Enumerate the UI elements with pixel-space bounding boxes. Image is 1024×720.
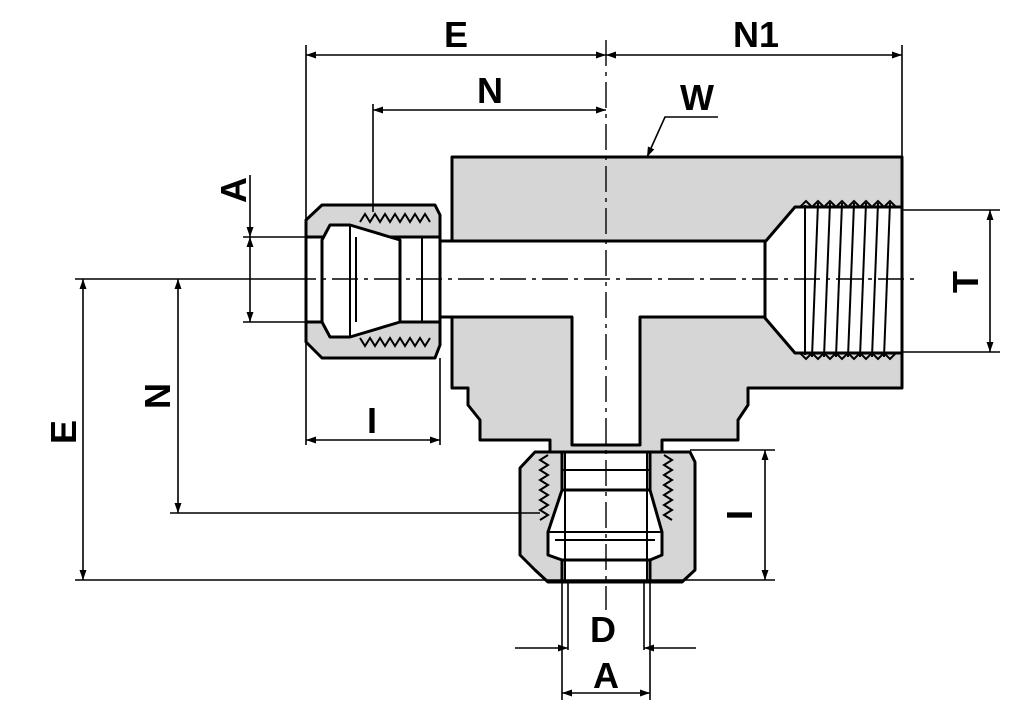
label-a-bottom: A: [593, 655, 619, 696]
label-w: W: [680, 77, 714, 118]
label-d-bottom: D: [590, 609, 616, 650]
left-ferrule: [320, 223, 402, 339]
bottom-nut-threads-right: [662, 454, 674, 521]
port-threads: [799, 199, 897, 361]
label-a-left: A: [213, 177, 254, 203]
female-thread-port: [763, 205, 904, 355]
extension-lines: [75, 45, 1000, 700]
label-i-left: I: [367, 400, 377, 441]
dimension-lines: [79, 51, 994, 697]
bottom-nut-threads-left: [538, 454, 550, 521]
left-nut-threads-top: [359, 212, 431, 224]
label-e-left: E: [43, 420, 84, 444]
label-t-right: T: [945, 271, 986, 293]
label-n-top: N: [477, 70, 503, 111]
label-n1-top: N1: [733, 14, 779, 55]
label-n-left: N: [137, 383, 178, 409]
left-nut-threads-bottom: [359, 336, 431, 348]
label-i-right: I: [719, 510, 760, 520]
label-e-top: E: [444, 14, 468, 55]
bottom-ferrule: [546, 488, 664, 562]
